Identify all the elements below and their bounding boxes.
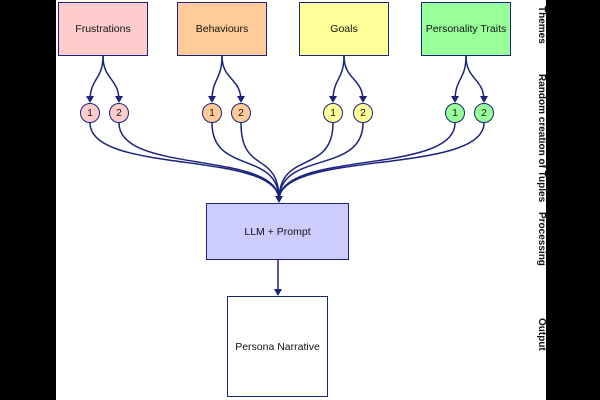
connector-tuple-goals-1-to-llm	[278, 122, 334, 201]
connector-tuple-behaviours-1-to-llm	[211, 122, 280, 201]
arrowhead-goals-tuple-2	[359, 96, 367, 103]
stage-label-processing: Processing	[536, 212, 547, 266]
tuple-label: 2	[481, 107, 487, 119]
theme-box-personality-traits: Personality Traits	[421, 2, 511, 56]
theme-label: Goals	[330, 23, 358, 35]
tuple-circle-personality-traits-2: 2	[474, 103, 494, 123]
arrowhead-output	[274, 289, 282, 296]
stage-label-tuples: Random creation of Tuples	[536, 74, 547, 203]
theme-box-goals: Goals	[299, 2, 389, 56]
connector-goals-to-tuple-1	[332, 55, 345, 102]
connector-tuple-frustrations-1-to-llm	[89, 122, 280, 201]
connector-frustrations-to-tuple-2	[102, 55, 120, 102]
stage-label-themes: Themes	[536, 6, 547, 44]
arrowhead-personality-traits-tuple-1	[451, 96, 459, 103]
output-label: Persona Narrative	[235, 340, 320, 353]
arrowhead-frustrations-tuple-1	[86, 96, 94, 103]
tuple-label: 1	[209, 107, 215, 119]
tuple-label: 1	[330, 107, 336, 119]
tuple-circle-personality-traits-1: 1	[445, 103, 465, 123]
tuple-circle-goals-1: 1	[323, 103, 343, 123]
theme-label: Personality Traits	[425, 23, 507, 35]
tuple-label: 2	[116, 107, 122, 119]
theme-label: Behaviours	[195, 23, 249, 35]
connector-tuple-personality-traits-1-to-llm	[278, 122, 456, 201]
connector-tuple-behaviours-2-to-llm	[240, 122, 280, 201]
arrowhead-behaviours-tuple-1	[208, 96, 216, 103]
tuple-label: 1	[452, 107, 458, 119]
tuple-label: 1	[87, 107, 93, 119]
arrowhead-llm-prompt	[275, 196, 283, 203]
tuple-label: 2	[238, 107, 244, 119]
tuple-circle-frustrations-1: 1	[80, 103, 100, 123]
connector-tuple-frustrations-2-to-llm	[118, 122, 280, 201]
arrowhead-personality-traits-tuple-2	[480, 96, 488, 103]
tuple-circle-behaviours-1: 1	[202, 103, 222, 123]
tuple-label: 2	[360, 107, 366, 119]
connector-tuple-goals-2-to-llm	[278, 122, 364, 201]
connector-behaviours-to-tuple-2	[221, 55, 242, 102]
connector-personality-traits-to-tuple-1	[454, 55, 467, 102]
theme-box-behaviours: Behaviours	[177, 2, 267, 56]
arrowhead-goals-tuple-1	[329, 96, 337, 103]
connector-behaviours-to-tuple-1	[211, 55, 223, 102]
arrowhead-behaviours-tuple-2	[237, 96, 245, 103]
persona-narrative-box: Persona Narrative	[227, 296, 328, 397]
tuple-circle-goals-2: 2	[353, 103, 373, 123]
arrowhead-frustrations-tuple-2	[115, 96, 123, 103]
tuple-circle-frustrations-2: 2	[109, 103, 129, 123]
connector-frustrations-to-tuple-1	[89, 55, 104, 102]
connector-personality-traits-to-tuple-2	[465, 55, 485, 102]
llm-prompt-box: LLM + Prompt	[206, 203, 349, 260]
tuple-circle-behaviours-2: 2	[231, 103, 251, 123]
theme-label: Frustrations	[75, 23, 131, 35]
process-label: LLM + Prompt	[244, 225, 311, 238]
connector-tuple-personality-traits-2-to-llm	[278, 122, 485, 201]
connector-goals-to-tuple-2	[343, 55, 364, 102]
theme-box-frustrations: Frustrations	[58, 2, 148, 56]
stage-label-output: Output	[536, 318, 547, 351]
